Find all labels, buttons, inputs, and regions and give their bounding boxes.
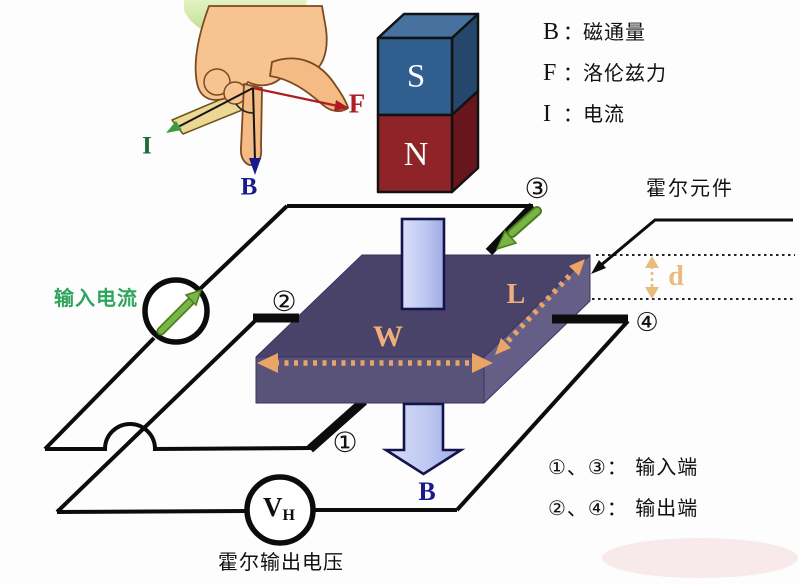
width-arrow xyxy=(257,353,493,373)
input-current-label: 输入电流 xyxy=(54,286,138,310)
b-field-arrow-upper xyxy=(400,217,446,311)
length-arrow xyxy=(495,259,585,355)
thickness-arrow xyxy=(645,256,659,299)
note-input-terminals: ①、③： 输入端 xyxy=(548,455,699,479)
field-arrow-hand xyxy=(249,87,261,175)
hand-force-label: F xyxy=(348,88,366,119)
hand-current-label: I xyxy=(142,132,152,160)
legend-symbol: F xyxy=(543,60,557,86)
finger-pointing-down xyxy=(240,83,263,166)
terminal1-wire xyxy=(307,397,367,453)
terminal-4-label: ④ xyxy=(635,308,659,338)
magnet-south-face xyxy=(376,36,454,117)
legend-text: 电流 xyxy=(583,102,625,126)
b-field-arrow-lower xyxy=(381,402,466,476)
hall-element-slab xyxy=(255,254,591,404)
magnet-north-label: N xyxy=(403,136,429,173)
thickness-label: d xyxy=(668,261,684,292)
hall-voltage-meter-label: VH xyxy=(263,492,295,524)
legend-item-i: I： 电流 xyxy=(543,98,667,139)
left-hand-illustration xyxy=(171,0,349,166)
hall-voltage-meter xyxy=(244,474,316,546)
legend-text: 磁通量 xyxy=(583,20,646,44)
wire-crossover-hump xyxy=(45,422,314,452)
legend: B：磁通量 F：洛伦兹力 I： 电流 xyxy=(543,16,667,139)
force-arrow xyxy=(252,86,349,111)
legend-text: 洛伦兹力 xyxy=(583,61,667,85)
thickness-guide-lines xyxy=(592,254,795,300)
field-direction-label: B xyxy=(418,477,436,506)
hall-element-name: 霍尔元件 xyxy=(646,176,734,200)
width-label: W xyxy=(373,320,403,353)
input-current-direction-arrow xyxy=(156,288,203,336)
angle-arc xyxy=(235,103,254,114)
watermark-blob xyxy=(602,538,798,578)
magnet-north-face xyxy=(376,113,454,194)
output-voltage-label: 霍尔输出电压 xyxy=(218,550,344,574)
folded-finger-knuckle xyxy=(203,68,231,96)
legend-item-f: F：洛伦兹力 xyxy=(543,57,667,98)
hall-element-pointer-arrow xyxy=(591,218,793,274)
terminal3-current-arrow xyxy=(495,206,542,251)
legend-symbol: B xyxy=(543,19,560,45)
note-output-terminals: ②、④： 输出端 xyxy=(548,496,699,520)
length-label: L xyxy=(506,279,526,310)
magnet xyxy=(376,12,480,194)
terminal-1-label: ① xyxy=(332,426,358,459)
meter-subscript: H xyxy=(282,507,295,524)
magnet-south-label: S xyxy=(406,58,426,95)
terminal-3-label: ③ xyxy=(524,172,550,205)
legend-item-b: B：磁通量 xyxy=(543,16,667,57)
terminal-2-label: ② xyxy=(271,285,297,318)
output-circuit-wires xyxy=(55,317,630,514)
legend-symbol: I xyxy=(543,101,551,127)
current-arrow xyxy=(166,87,254,133)
hand-field-label: B xyxy=(240,173,258,201)
